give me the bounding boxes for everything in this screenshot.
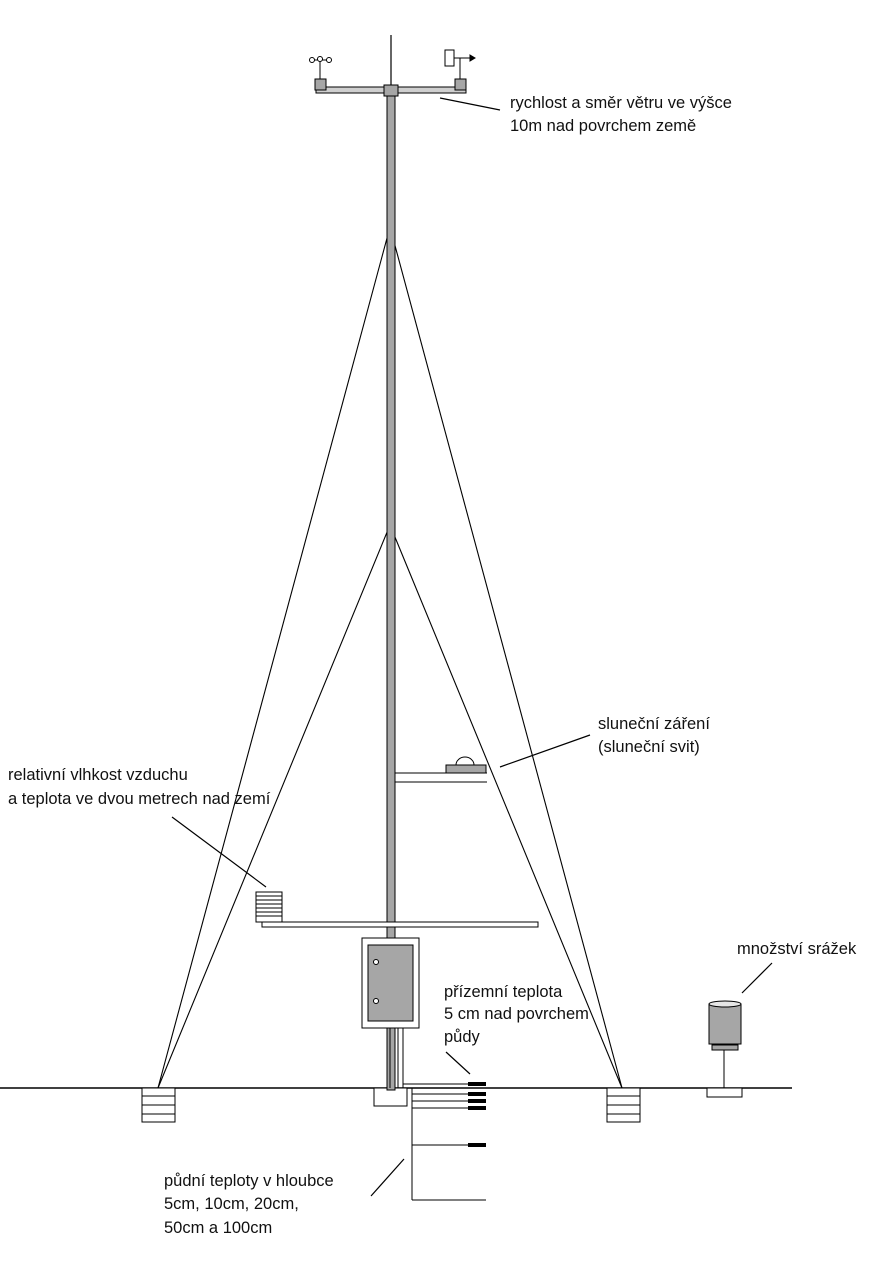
label-ground-temp-line-3: půdy <box>444 1028 481 1046</box>
wind-vane <box>444 49 476 91</box>
label-soil-temp-line-2: 5cm, 10cm, 20cm, <box>164 1195 299 1213</box>
label-wind: rychlost a směr větru ve výšce 10m nad p… <box>510 94 737 135</box>
guy-wires <box>157 226 623 1089</box>
top-crossarm <box>315 84 467 97</box>
label-solar: sluneční záření (sluneční svit) <box>598 715 715 756</box>
label-solar-line-2: (sluneční svit) <box>598 738 700 756</box>
label-soil-temp-line-1: půdní teploty v hloubce <box>164 1172 334 1190</box>
pyranometer <box>395 756 487 783</box>
logger-box <box>361 937 420 1088</box>
radiation-shield <box>255 891 283 923</box>
soil-temp-probes <box>411 1088 486 1201</box>
label-ground-temp: přízemní teplota 5 cm nad povrchem půdy <box>444 983 594 1046</box>
leader-humidity <box>171 816 267 888</box>
label-wind-line-2: 10m nad povrchem země <box>510 117 696 135</box>
label-ground-temp-line-1: přízemní teplota <box>444 983 563 1001</box>
leader-precipitation <box>741 962 773 994</box>
leader-lines <box>171 97 773 1197</box>
leader-wind <box>439 97 501 111</box>
label-humidity-line-2: a teplota ve dvou metrech nad zemí <box>8 790 271 808</box>
leader-soil-temp <box>370 1158 405 1197</box>
anemometer <box>309 56 332 91</box>
lower-crossarm <box>261 921 539 928</box>
label-precipitation-line-1: množství srážek <box>737 940 857 958</box>
label-solar-line-1: sluneční záření <box>598 715 710 733</box>
label-ground-temp-line-2: 5 cm nad povrchem <box>444 1005 589 1023</box>
label-humidity-line-1: relativní vlhkost vzduchu <box>8 766 188 784</box>
label-soil-temp-line-3: 50cm a 100cm <box>164 1219 272 1237</box>
label-humidity: relativní vlhkost vzduchu a teplota ve d… <box>8 766 271 808</box>
anchor-left <box>141 1087 176 1123</box>
leader-solar <box>499 734 591 768</box>
label-soil-temp: půdní teploty v hloubce 5cm, 10cm, 20cm,… <box>164 1172 338 1237</box>
label-precipitation: množství srážek <box>737 940 857 958</box>
anchor-right <box>606 1087 641 1123</box>
mast-foundation <box>373 1087 408 1107</box>
leader-ground-temp <box>445 1051 471 1075</box>
rain-gauge <box>706 1000 743 1098</box>
label-wind-line-1: rychlost a směr větru ve výšce <box>510 94 732 112</box>
